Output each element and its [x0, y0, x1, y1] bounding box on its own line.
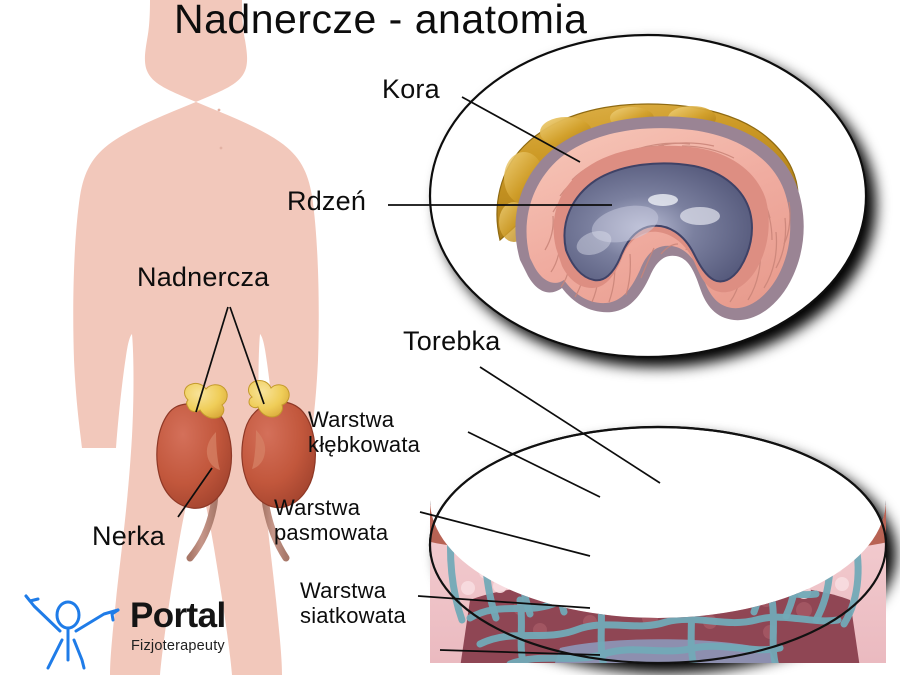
adrenal-gland-left — [184, 382, 228, 419]
logo-subtitle: Fizjoterapeuty — [131, 638, 225, 654]
label-rdzen: Rdzeń — [287, 186, 367, 216]
human-body-silhouette — [73, 0, 319, 675]
label-nadnercza: Nadnercza — [137, 262, 270, 292]
logo-wordmark: Portal — [130, 596, 226, 635]
label-pasmowata-line1: Warstwa — [274, 495, 361, 520]
leader-medulla-unlabeled — [439, 649, 601, 656]
leader-nerka — [177, 467, 213, 518]
label-torebka: Torebka — [403, 326, 501, 356]
label-pasmowata-line2: pasmowata — [274, 520, 389, 545]
label-siatkowata-line2: siatkowata — [300, 603, 406, 628]
leader-torebka — [479, 366, 661, 484]
leader-nadnercza-left — [195, 306, 229, 413]
label-nerka: Nerka — [92, 521, 166, 551]
label-kora: Kora — [382, 74, 440, 104]
label-siatkowata-line1: Warstwa — [300, 578, 387, 603]
leader-pasmowata — [419, 511, 591, 557]
leader-lines — [177, 96, 661, 656]
cortex-histology-panel — [428, 425, 888, 665]
medulla-shape — [563, 162, 753, 283]
label-klebkowata-line2: kłębkowata — [308, 432, 421, 457]
kidney-right — [241, 401, 316, 509]
skin-mark — [219, 146, 223, 150]
page-title: Nadnercze - anatomia — [174, 0, 588, 42]
portal-fizjoterapeuty-figure — [24, 594, 120, 670]
leader-klebkowata — [467, 431, 601, 498]
leader-nadnercza-right — [229, 306, 265, 405]
adrenal-cross-section-panel — [428, 33, 868, 359]
kidney-left — [156, 402, 233, 509]
label-klebkowata-line1: Warstwa — [308, 407, 395, 432]
skin-mark — [217, 108, 221, 112]
leader-siatkowata — [417, 595, 591, 609]
leader-kora — [461, 96, 581, 163]
